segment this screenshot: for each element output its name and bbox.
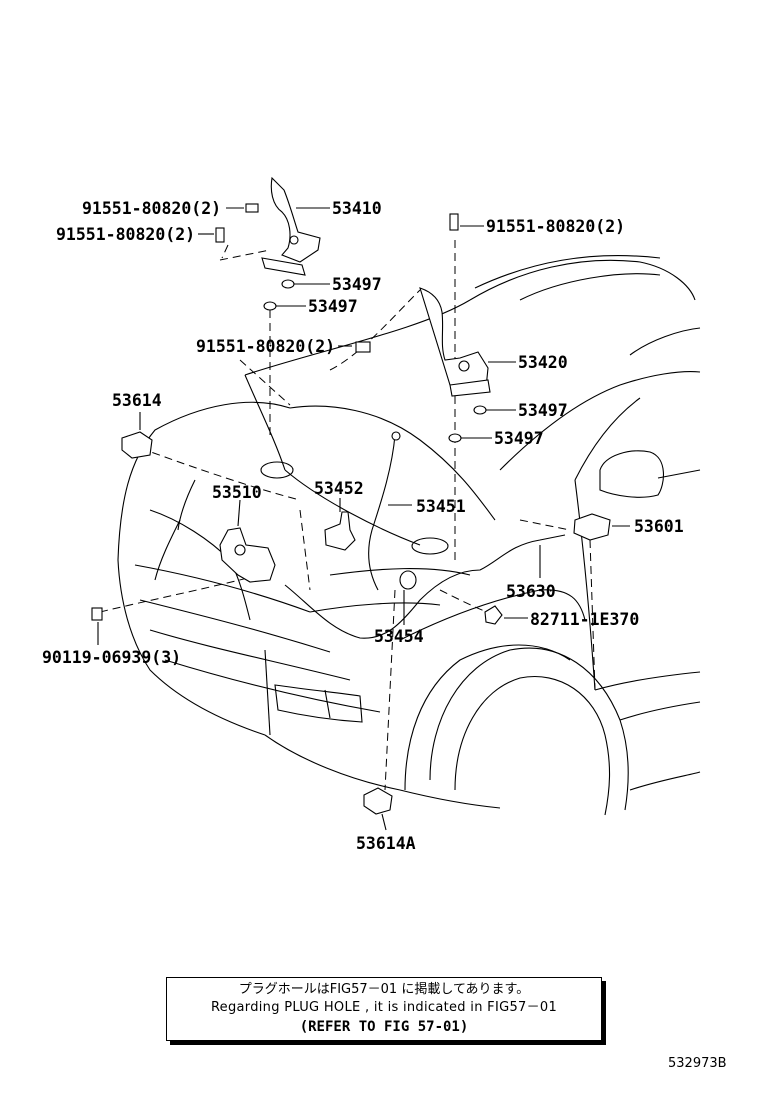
- hood-lock: [219, 527, 276, 583]
- note-english: Regarding PLUG HOLE , it is indicated in…: [210, 1000, 558, 1015]
- leader-lines: [97, 207, 630, 831]
- hood-clip-bottom: [363, 787, 393, 815]
- support-rod: [368, 431, 401, 591]
- label-cushion-right-b: 53497: [494, 429, 544, 448]
- label-hood-lock: 53510: [212, 483, 262, 502]
- label-clip-bottom: 53614A: [356, 834, 416, 853]
- hood-striker: [324, 511, 356, 551]
- label-bolt-hinge-left-b: 91551-80820(2): [56, 225, 195, 244]
- reference-note: プラグホールはFIG57－01 に掲載してあります。 Regarding PLU…: [166, 977, 602, 1041]
- bolts: [91, 203, 459, 621]
- label-hinge-right: 53420: [518, 353, 568, 372]
- release-lever: [573, 513, 611, 541]
- release-cable: [284, 534, 566, 639]
- label-lever: 53601: [634, 517, 684, 536]
- label-bolt-hinge-left-a: 91551-80820(2): [82, 199, 221, 218]
- label-lock-bolt: 90119-06939(3): [42, 648, 181, 667]
- note-refer: (REFER TO FIG 57-01): [299, 1019, 469, 1035]
- label-hinge-left: 53410: [332, 199, 382, 218]
- label-clip-left: 53614: [112, 391, 162, 410]
- label-support-rod: 53451: [416, 497, 466, 516]
- label-release-cable: 53630: [506, 582, 556, 601]
- hood-hinge-right: [419, 287, 491, 397]
- figure-code: 532973B: [668, 1056, 727, 1071]
- vehicle-outline: [117, 255, 701, 816]
- label-striker: 53452: [314, 479, 364, 498]
- label-grommet: 53454: [374, 627, 424, 646]
- reference-lines: [99, 240, 596, 791]
- part-labels: 91551-80820(2) 91551-80820(2) 53410 5349…: [42, 199, 684, 853]
- label-cushion-left-a: 53497: [332, 275, 382, 294]
- hood-clip-left: [121, 431, 153, 459]
- grommet: [399, 570, 417, 590]
- label-cushion-left-b: 53497: [308, 297, 358, 316]
- hood-hinge-left: [261, 176, 321, 276]
- label-bolt-hood: 91551-80820(2): [196, 337, 335, 356]
- cable-clamp: [484, 605, 503, 625]
- label-bolt-hinge-right: 91551-80820(2): [486, 217, 625, 236]
- note-japanese: プラグホールはFIG57－01 に掲載してあります。: [238, 982, 530, 997]
- label-cushion-right-a: 53497: [518, 401, 568, 420]
- label-clamp: 82711-1E370: [530, 610, 639, 629]
